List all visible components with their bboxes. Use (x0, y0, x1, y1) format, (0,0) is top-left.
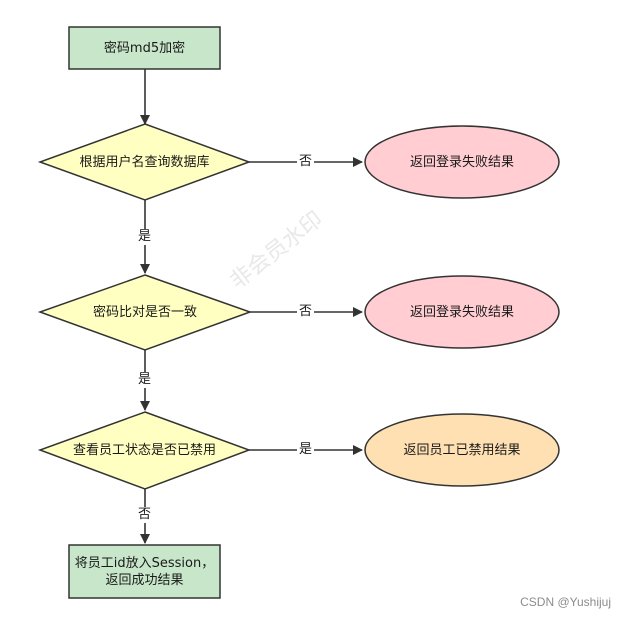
end-label-line-1: 将员工id放入Session， (74, 555, 215, 571)
check-disabled-label: 查看员工状态是否已禁用 (72, 442, 216, 458)
edge-label-disabled-yes: 是 (297, 442, 315, 458)
terminal-fail-1 (364, 125, 560, 199)
edge-label-match-no: 否 (297, 304, 315, 320)
fail-2-label: 返回登录失败结果 (409, 304, 514, 320)
password-match-label: 密码比对是否一致 (92, 304, 197, 320)
end-label: 将员工id放入Session， 返回成功结果 (69, 545, 220, 598)
edge-label-match-yes: 是 (136, 372, 154, 388)
decision-password-match (37, 274, 253, 351)
decision-query-db (37, 123, 252, 201)
edge-label-query-no: 否 (297, 154, 315, 170)
edge-label-disabled-no: 否 (136, 507, 154, 523)
start-label: 密码md5加密 (103, 40, 186, 56)
end-label-line-2: 返回成功结果 (105, 572, 184, 588)
credit-text: CSDN @Yushijuj (520, 595, 611, 609)
process-start (68, 26, 221, 70)
decision-check-disabled (37, 411, 252, 490)
disabled-result-label: 返回员工已禁用结果 (403, 442, 521, 458)
fail-1-label: 返回登录失败结果 (409, 154, 514, 170)
terminal-disabled (364, 413, 560, 487)
query-db-label: 根据用户名查询数据库 (79, 154, 210, 170)
edge-label-query-yes: 是 (136, 229, 154, 245)
process-end (68, 544, 221, 599)
terminal-fail-2 (364, 275, 560, 349)
